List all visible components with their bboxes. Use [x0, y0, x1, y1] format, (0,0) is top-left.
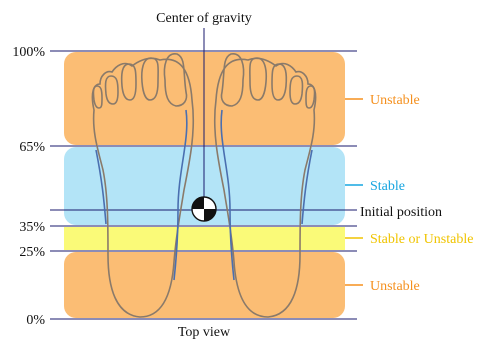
zone-unstable-bottom — [64, 252, 345, 318]
label-connectors — [345, 99, 363, 285]
initial-position-label: Initial position — [360, 205, 442, 220]
caption: Top view — [178, 325, 231, 340]
zone-label-unstable-top: Unstable — [370, 93, 420, 108]
zone-label-unstable-bottom: Unstable — [370, 279, 420, 294]
y-tick-35: 35% — [19, 220, 45, 235]
y-tick-25: 25% — [19, 245, 45, 260]
zone-label-stable: Stable — [370, 179, 405, 194]
y-tick-0: 0% — [26, 313, 45, 328]
center-of-gravity-marker — [192, 197, 216, 221]
zone-stable-or-unstable — [64, 227, 345, 250]
y-tick-100: 100% — [12, 45, 45, 60]
zone-label-stable-or-unstable: Stable or Unstable — [370, 232, 473, 247]
diagram-title: Center of gravity — [156, 11, 252, 26]
y-tick-65: 65% — [19, 140, 45, 155]
